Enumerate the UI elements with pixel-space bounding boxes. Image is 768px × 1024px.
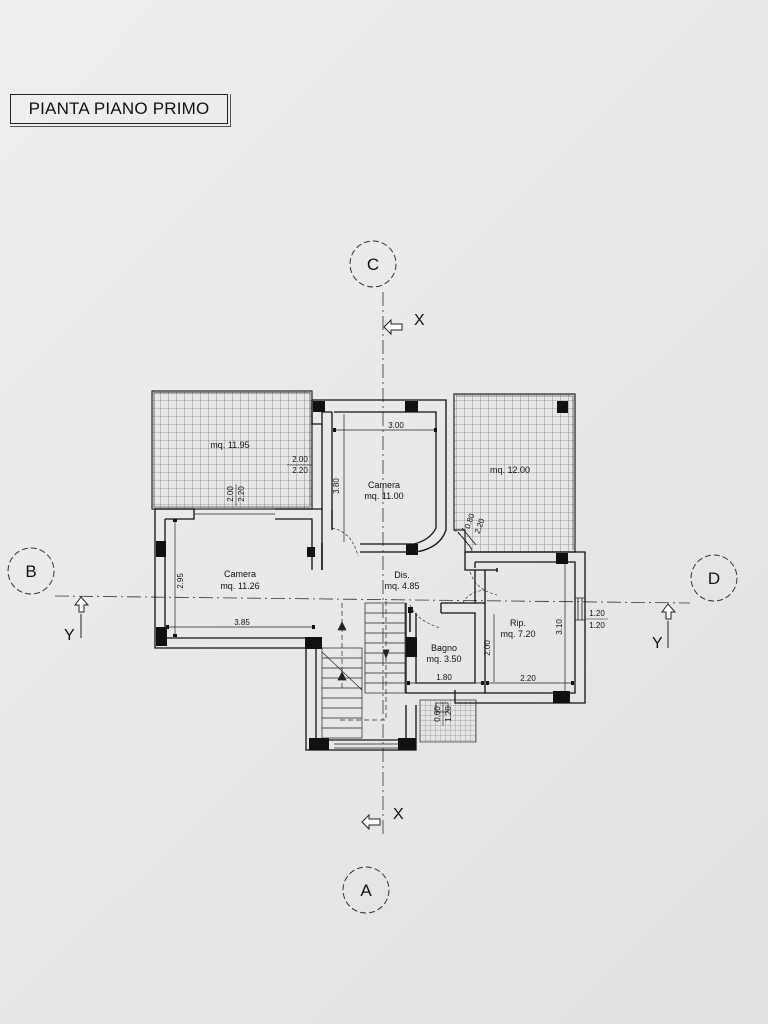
dim-bagno-window-a: 0.60: [433, 706, 442, 722]
dim-camera-left-height: 2.95: [176, 573, 185, 589]
camera-top-name: Camera: [368, 480, 400, 490]
rip-name: Rip.: [510, 618, 526, 628]
rip-area: mq. 7.20: [500, 629, 535, 639]
dim-window-left-a: 2.00: [226, 486, 235, 502]
dim-window-top-left-b: 2.20: [292, 466, 308, 475]
window-rip: [575, 597, 585, 621]
section-arrow-y-left: [74, 596, 90, 613]
axis-bubble-a: [342, 866, 390, 914]
section-arrows: [74, 318, 677, 831]
terrace-left-area: mq. 11.95: [210, 440, 249, 450]
window-camera-left: [194, 508, 275, 515]
window-stair: [334, 739, 398, 749]
axis-lines: [54, 292, 691, 835]
axis-bubble-b: [7, 547, 55, 595]
dim-camera-top-depth: 3.80: [332, 478, 341, 494]
axis-label-a: A: [360, 881, 372, 900]
dim-rip-width: 2.20: [520, 674, 536, 683]
dim-camera-top-width: 3.00: [388, 421, 404, 430]
dim-camera-left-width: 3.85: [234, 618, 250, 627]
bagno-name: Bagno: [431, 643, 457, 653]
terrace-right-area: mq. 12.00: [490, 465, 530, 475]
staircase: [321, 600, 406, 739]
axis-line-horizontal: [54, 595, 691, 604]
dim-bagno-width: 1.80: [436, 673, 452, 682]
section-label-y-left: Y: [64, 627, 75, 644]
bagno-area: mq. 3.50: [426, 654, 461, 664]
section-label-x-top: X: [414, 312, 425, 329]
section-arrow-x-bottom: [361, 813, 381, 831]
dim-rip-height: 3.10: [555, 619, 564, 635]
dis-area: mq. 4.85: [384, 581, 419, 591]
section-label-y-right: Y: [652, 635, 663, 652]
axis-bubble-d: [690, 554, 738, 602]
dim-bagno-window-b: 1.20: [444, 706, 453, 722]
section-arrow-x-top: [383, 318, 403, 336]
camera-top-area: mq. 11.00: [364, 491, 403, 501]
terrace-left: [151, 390, 313, 510]
dim-window-rip-a: 1.20: [589, 609, 605, 618]
dim-window-top-left-a: 2.00: [292, 455, 308, 464]
camera-left-area: mq. 11.26: [220, 581, 259, 591]
pillars: [156, 401, 570, 750]
axis-label-c: C: [367, 255, 379, 274]
section-label-x-bottom: X: [393, 806, 404, 823]
axis-label-b: B: [25, 562, 36, 581]
camera-left-name: Camera: [224, 569, 256, 579]
axis-bubble-c: [349, 240, 397, 288]
dim-window-left-b: 2.20: [237, 486, 246, 502]
dis-name: Dis.: [394, 570, 410, 580]
axis-label-d: D: [708, 569, 720, 588]
dim-window-rip-b: 1.20: [589, 621, 605, 630]
dimension-lines: [167, 414, 573, 691]
section-arrow-y-right: [661, 603, 677, 620]
window-bagno: [435, 702, 449, 713]
dim-bagno-height: 2.00: [483, 640, 492, 656]
